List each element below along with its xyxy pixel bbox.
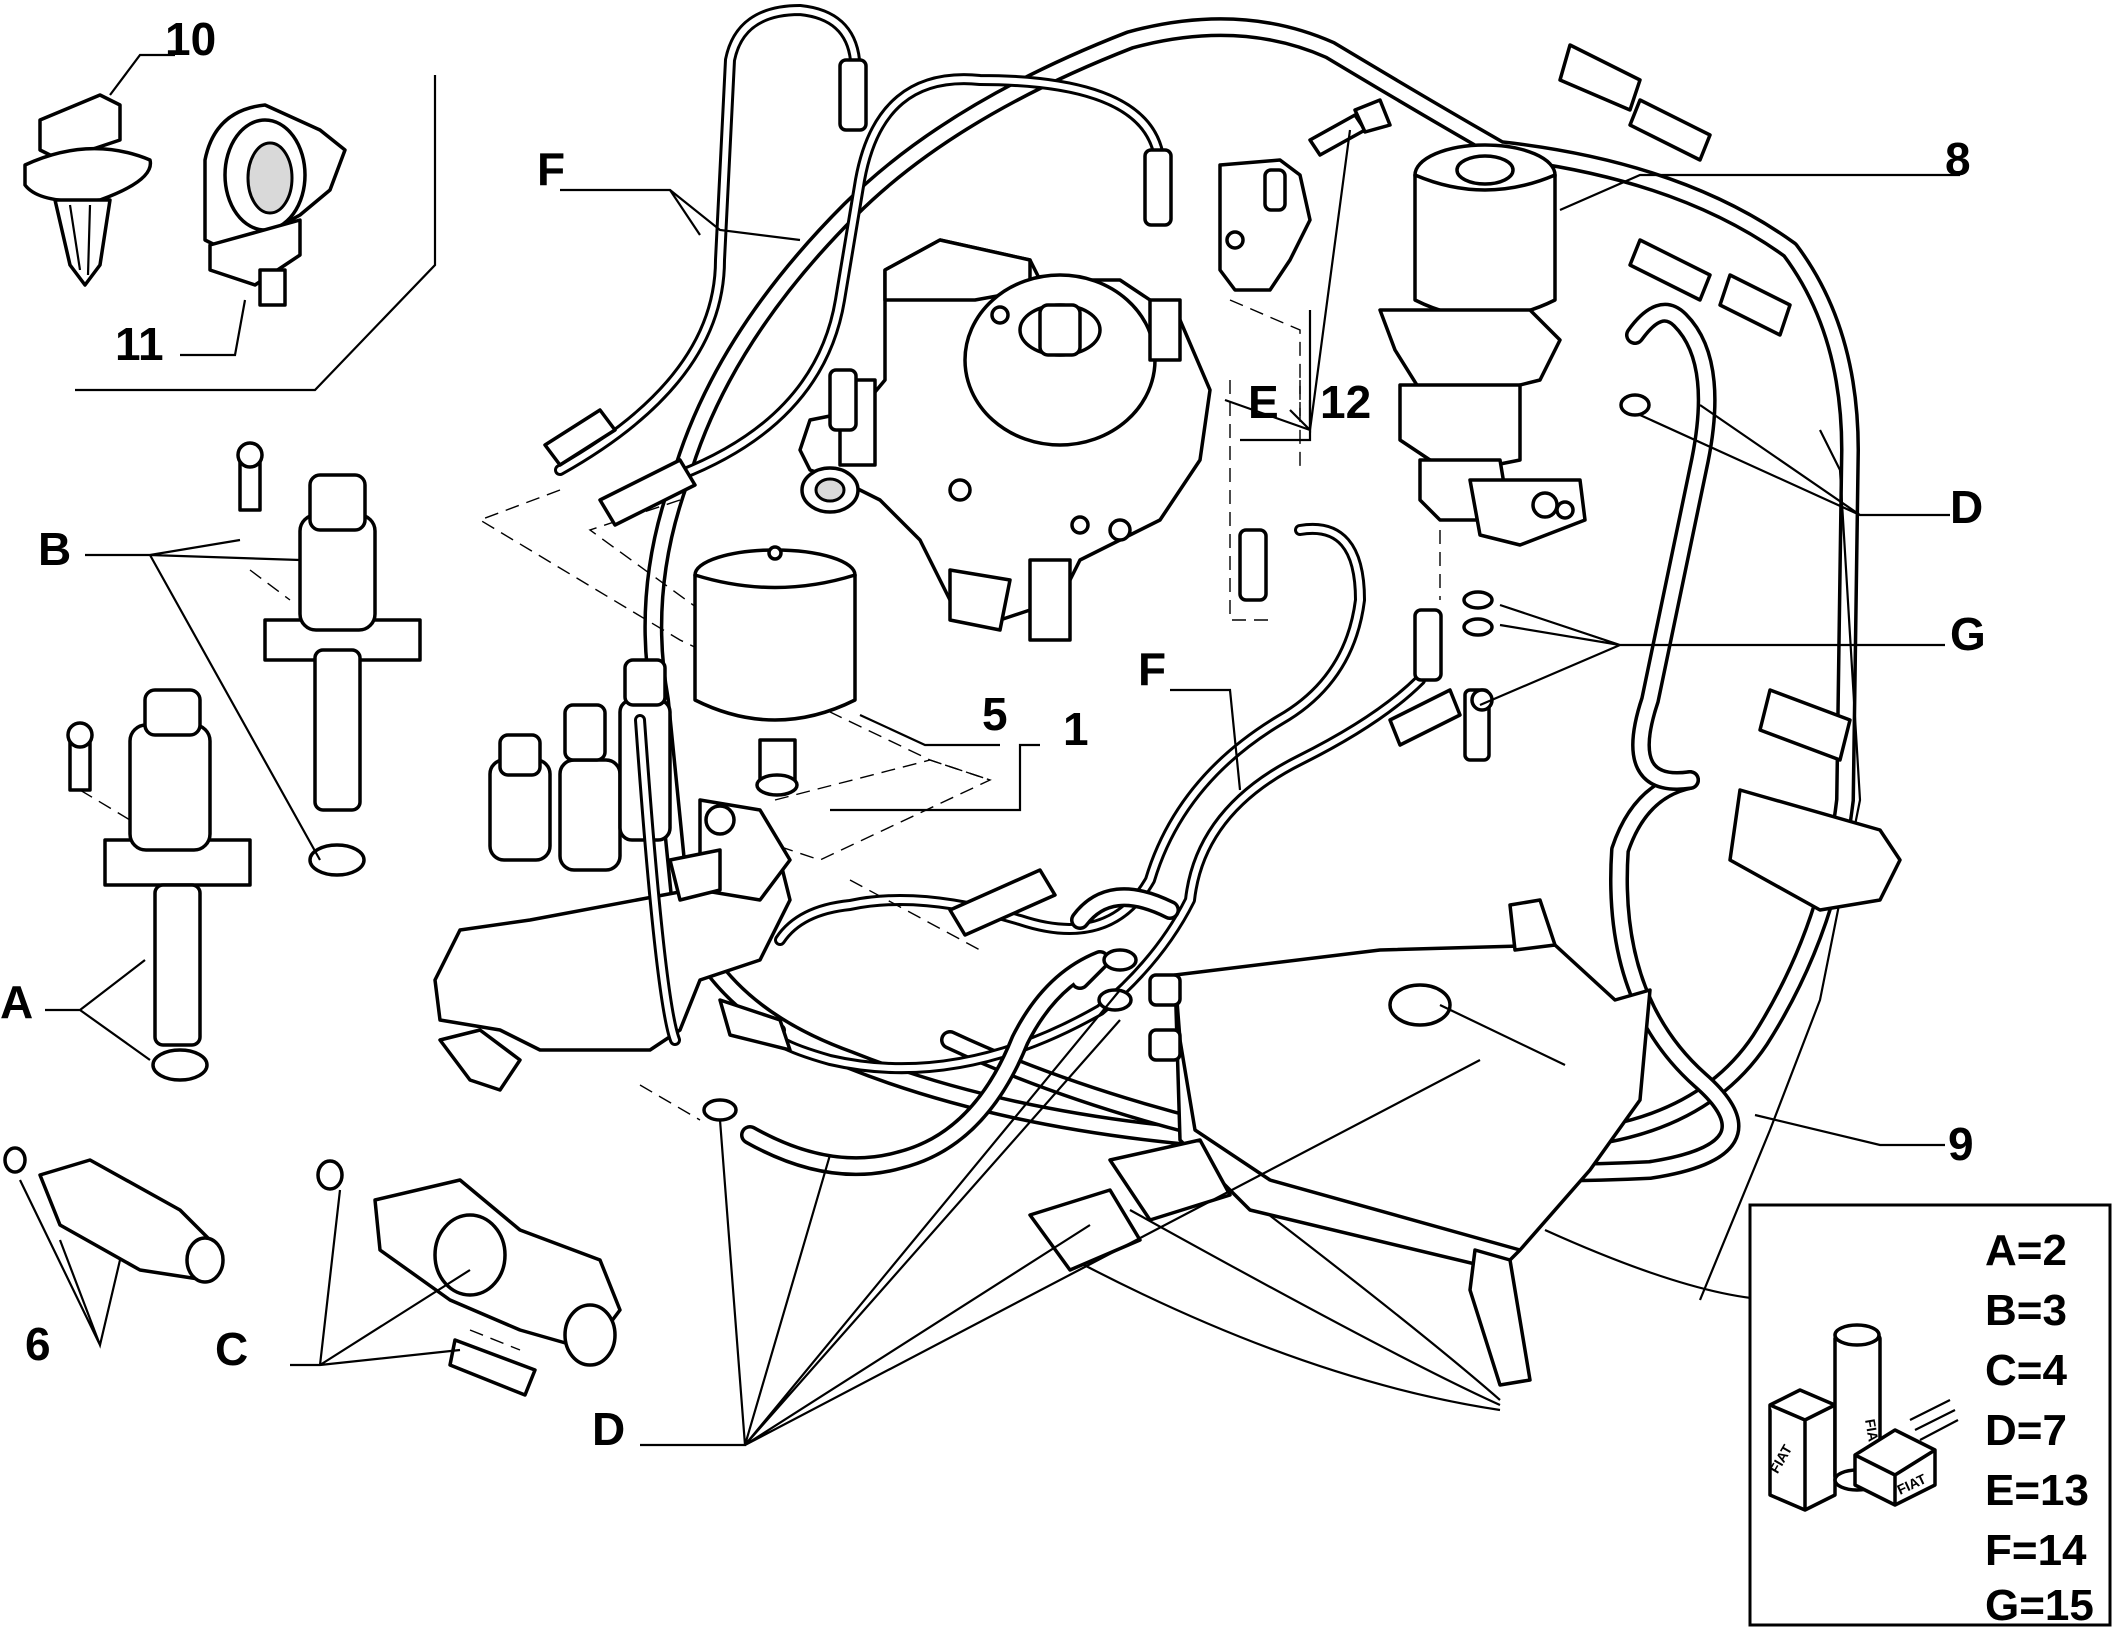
callout-label-a: A <box>0 976 33 1028</box>
callout-label-f-upper: F <box>537 143 565 195</box>
rigid-pipe-f-upper <box>554 4 1166 481</box>
quantity-legend-box: A=2 B=3 C=4 D=7 E=13 F=14 G=15 FIAT FIAT… <box>1748 1203 2112 1630</box>
solenoid-valve-c <box>316 1159 622 1397</box>
callout-label-d-upper: D <box>1950 481 1983 533</box>
callout-labels: 10 11 F B A 6 C D E 12 5 1 F 8 D G 9 <box>0 13 1986 1455</box>
legend-entry: F=14 <box>1985 1526 2087 1575</box>
legend-entry: E=13 <box>1985 1466 2089 1515</box>
electrical-connectors <box>1028 43 1902 1272</box>
callout-label-11: 11 <box>115 318 164 370</box>
callout-label-8: 8 <box>1945 133 1971 185</box>
electric-pump-motor-8 <box>1378 143 1587 547</box>
legend-entry: A=2 <box>1985 1226 2067 1275</box>
callout-label-c: C <box>215 1323 248 1375</box>
pressure-accumulator-5 <box>693 545 857 797</box>
callout-label-10: 10 <box>165 13 216 65</box>
mounting-bracket-12 <box>1218 98 1392 292</box>
callout-label-g: G <box>1950 608 1986 660</box>
fittings-and-bolts <box>543 58 1494 1052</box>
callout-label-12: 12 <box>1320 376 1371 428</box>
solenoid-valve-a <box>66 688 252 1082</box>
pressure-sensor-6 <box>3 1146 225 1284</box>
callout-label-9: 9 <box>1948 1118 1974 1170</box>
rigid-pipe-f-lower <box>769 522 1426 1075</box>
legend-entry: B=3 <box>1985 1286 2067 1335</box>
legend-entry: G=15 <box>1985 1581 2094 1630</box>
plastic-clip-part-10 <box>23 93 153 287</box>
assembly-dashed-lines <box>79 299 1441 1351</box>
callout-label-1: 1 <box>1063 703 1089 755</box>
callout-label-6: 6 <box>25 1318 51 1370</box>
pipe-bracket-part-11 <box>203 103 347 307</box>
leader-lines <box>19 53 1960 1447</box>
hydraulic-actuator-unit <box>798 238 1212 642</box>
legend-entries: A=2 B=3 C=4 D=7 E=13 F=14 G=15 <box>1985 1226 2094 1630</box>
inset-clips-panel <box>75 75 437 392</box>
fluid-reservoir <box>1148 898 1652 1387</box>
legend-entry: D=7 <box>1985 1406 2067 1455</box>
callout-label-5: 5 <box>982 688 1008 740</box>
legend-entry: C=4 <box>1985 1346 2067 1395</box>
callout-label-e: E <box>1248 376 1279 428</box>
callout-label-d-lower: D <box>592 1403 625 1455</box>
solenoid-valve-b <box>236 441 422 877</box>
callout-label-b: B <box>38 523 71 575</box>
solenoid-valve-block-1 <box>433 658 792 1092</box>
callout-label-f-lower: F <box>1138 643 1166 695</box>
parts-boxes-icon: FIAT FIAT FIAT <box>1766 1323 1959 1512</box>
